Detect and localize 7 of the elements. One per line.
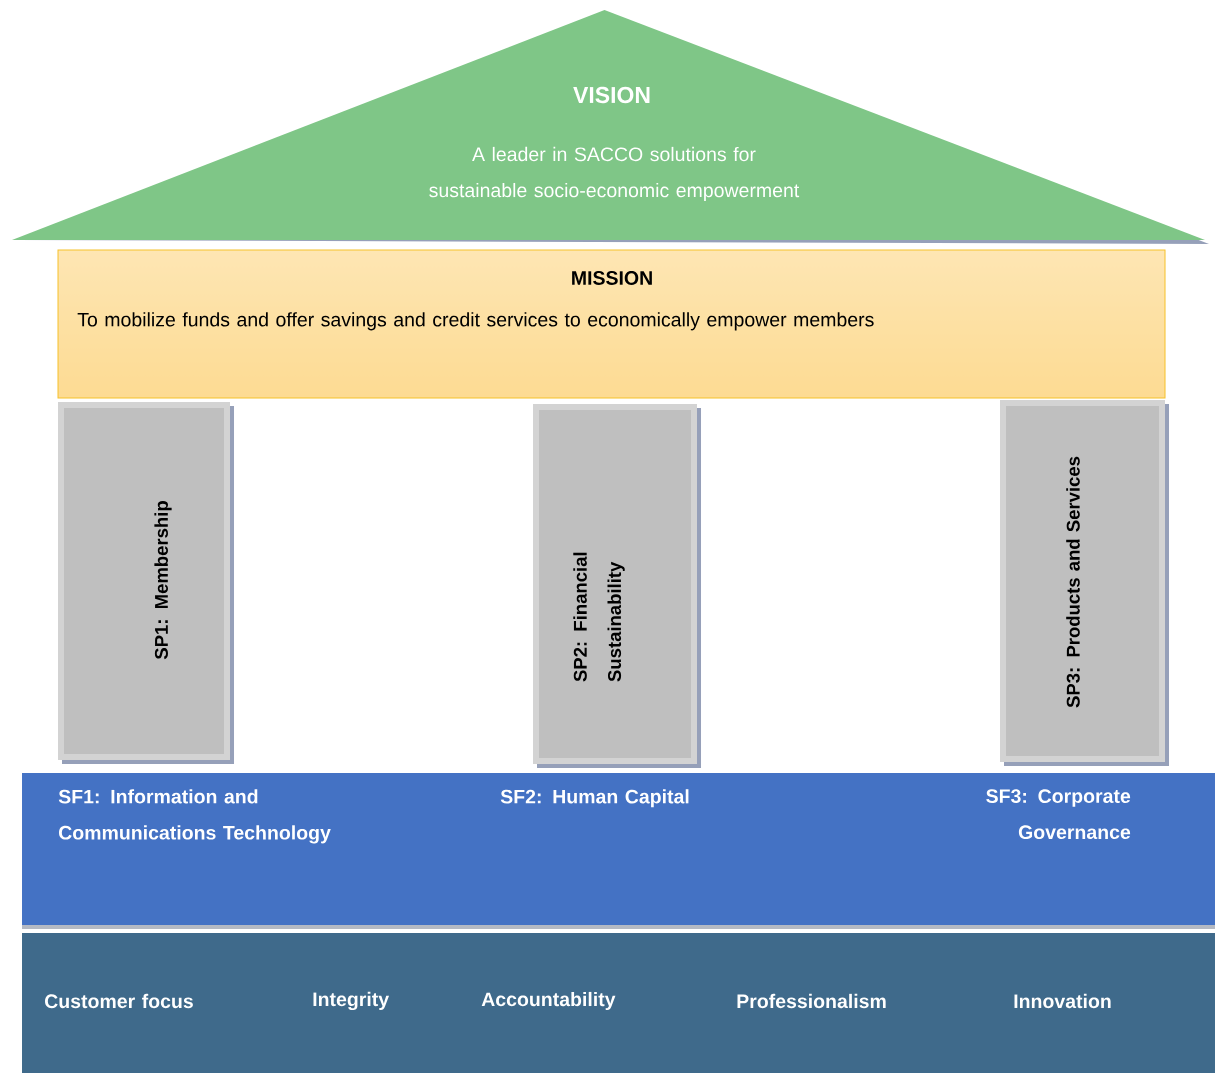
pillar: SP3: Products and Services [1000,400,1169,766]
pillar: SP1: Membership [58,402,234,764]
foundation-band: SF1: Information and Communications Technology SF2: Human Capital SF3: Corporate Governance [22,773,1215,929]
roof-triangle: VISION A leader in SACCO solutions for sustainable socio-economic empowerment [12,10,1209,244]
mission-box: MISSION To mobilize funds and offer savings and credit services to economically empower members [57,249,1166,399]
pillar: SP2: Financial Sustainability [533,404,701,768]
base-band: Customer focus Integrity Accountability Professionalism Innovation [22,933,1215,1073]
